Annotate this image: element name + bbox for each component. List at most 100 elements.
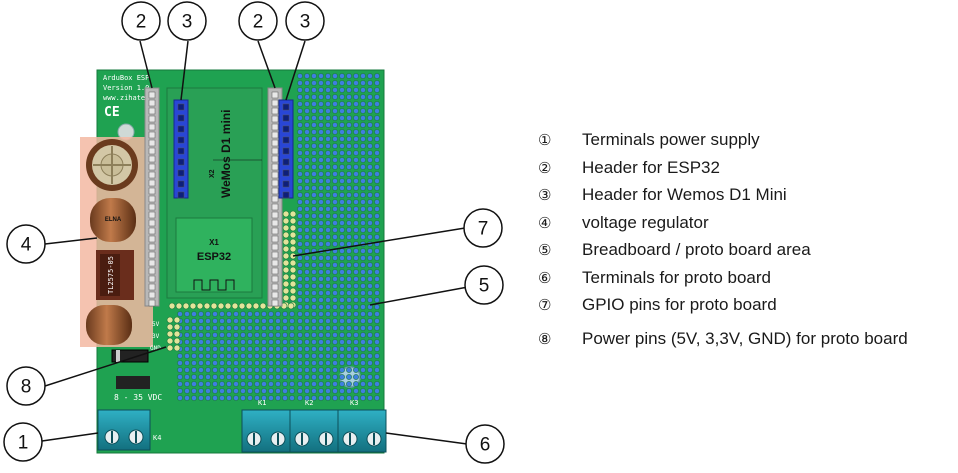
proto-pad [353,80,359,86]
proto-pad [332,339,338,345]
proto-pad [297,206,303,212]
proto-pad [297,346,303,352]
wemos-pin [282,180,290,188]
proto-pad [332,297,338,303]
gpio-pad [289,231,297,239]
proto-pad [353,143,359,149]
proto-pad [226,325,232,331]
proto-pad [191,353,197,359]
proto-pad [261,360,267,366]
proto-pad [367,360,373,366]
proto-pad [339,227,345,233]
header-pin [148,171,156,179]
proto-pad [311,178,317,184]
proto-pad [297,381,303,387]
proto-pad [360,311,366,317]
header-pin [271,259,279,267]
proto-pad [275,325,281,331]
proto-pad [346,122,352,128]
proto-pad [367,108,373,114]
proto-pad [367,80,373,86]
proto-pad [346,227,352,233]
gpio-pad [289,238,297,246]
proto-pad [311,297,317,303]
proto-pad [304,157,310,163]
proto-pad [360,360,366,366]
proto-pad [212,395,218,401]
proto-pad [346,395,352,401]
proto-pad [367,297,373,303]
gpio-pad [289,266,297,274]
proto-pad [374,206,380,212]
proto-pad [325,325,331,331]
proto-pad [339,80,345,86]
proto-pad [346,388,352,394]
proto-pad [339,262,345,268]
proto-pad [360,150,366,156]
proto-pad [191,318,197,324]
proto-pad [184,381,190,387]
proto-pad [289,346,295,352]
power-pad [173,316,181,324]
proto-pad [247,360,253,366]
proto-pad [226,388,232,394]
wemos-pin [177,136,185,144]
proto-pad [297,227,303,233]
proto-pad [374,157,380,163]
proto-pad [311,374,317,380]
proto-pad [297,136,303,142]
proto-pad [311,325,317,331]
header-pin [148,99,156,107]
proto-pad [339,395,345,401]
proto-pad [353,297,359,303]
proto-pad [297,199,303,205]
proto-pad [219,388,225,394]
proto-pad [289,339,295,345]
callout-8-power-pins: 8 [6,366,46,406]
proto-pad [304,269,310,275]
proto-pad [325,220,331,226]
header-pin [271,163,279,171]
proto-pad [240,311,246,317]
proto-pad [261,395,267,401]
proto-pad [240,318,246,324]
proto-pad [311,115,317,121]
header-pin [271,91,279,99]
esp32-header-right-pins [271,91,279,307]
proto-pad [332,206,338,212]
proto-pad [233,395,239,401]
proto-pad [332,199,338,205]
proto-pad [304,150,310,156]
proto-pad [339,108,345,114]
proto-pad [346,332,352,338]
proto-pad [219,395,225,401]
proto-pad [311,87,317,93]
proto-pad [304,73,310,79]
proto-pad [311,122,317,128]
proto-pad [318,241,324,247]
esp32-name: ESP32 [197,251,231,263]
esp32-header-left-pins [148,91,156,307]
fuse [116,376,150,389]
legend-num: ⑤ [538,242,552,259]
proto-pad [332,220,338,226]
proto-pad [289,353,295,359]
svg-text:3: 3 [182,12,193,33]
proto-pad [360,115,366,121]
proto-pad [311,304,317,310]
proto-pad [226,318,232,324]
proto-pad [360,108,366,114]
proto-pad [353,213,359,219]
proto-pad [184,332,190,338]
proto-pad [282,339,288,345]
proto-pad [318,283,324,289]
proto-pad [233,367,239,373]
proto-pad [367,388,373,394]
proto-pad [374,143,380,149]
proto-pad [332,213,338,219]
proto-pad [374,108,380,114]
proto-pad [325,206,331,212]
proto-pad [332,122,338,128]
power-pad [166,330,174,338]
